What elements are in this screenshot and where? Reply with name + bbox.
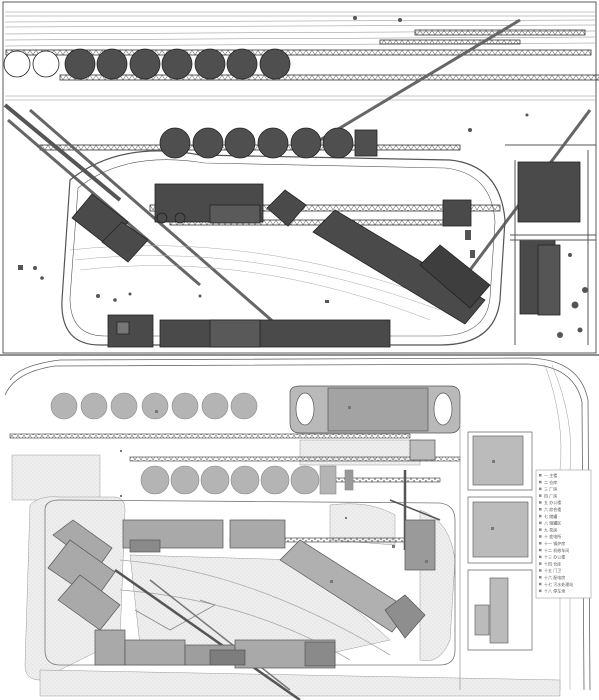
legend-marker bbox=[539, 582, 542, 586]
proposed-tank-row-upper bbox=[50, 392, 258, 420]
existing-buildings bbox=[71, 161, 581, 348]
legend-item: 一 主楼 bbox=[544, 472, 557, 478]
proposed-conveyors bbox=[9, 433, 461, 700]
legend-item: 八 储罐区 bbox=[544, 520, 561, 526]
proposed-right-blocks bbox=[459, 425, 533, 690]
existing-plan-panel bbox=[2, 1, 599, 354]
legend-item: 二 仓库 bbox=[544, 479, 557, 485]
legend-item: 十 变电所 bbox=[544, 533, 561, 539]
legend-item: 七 储罐 bbox=[544, 513, 557, 519]
legend-marker bbox=[539, 589, 542, 593]
legend-marker bbox=[539, 480, 542, 484]
site-markers bbox=[120, 406, 495, 583]
legend-marker bbox=[539, 501, 542, 504]
legend-marker bbox=[539, 542, 542, 545]
legend-item: 十二 机修车间 bbox=[544, 547, 569, 553]
legend-marker bbox=[539, 576, 542, 579]
legend-item: 十三 办公楼 bbox=[544, 554, 565, 560]
legend-marker bbox=[539, 474, 542, 477]
legend-marker bbox=[539, 521, 542, 525]
legend-item: 十八 停车场 bbox=[544, 588, 565, 594]
legend-marker bbox=[539, 514, 542, 518]
tank-row-upper bbox=[3, 48, 291, 80]
legend-item: 三 厂房 bbox=[544, 486, 557, 492]
legend-marker bbox=[539, 569, 542, 572]
legend-item: 六 综合楼 bbox=[544, 506, 561, 512]
legend-marker bbox=[539, 494, 542, 497]
proposed-tank-row-lower bbox=[140, 465, 354, 495]
legend-marker bbox=[539, 535, 542, 538]
legend-item: 十五 门卫 bbox=[544, 567, 561, 573]
legend-marker bbox=[539, 555, 542, 559]
legend-item: 九 泵房 bbox=[544, 526, 557, 532]
legend-marker bbox=[539, 548, 542, 552]
legend-marker bbox=[539, 562, 542, 565]
site-boundary bbox=[4, 357, 591, 691]
legend-item: 五 办公楼 bbox=[544, 499, 561, 505]
legend-item: 十一 锅炉房 bbox=[544, 540, 565, 546]
legend-item: 十六 配电房 bbox=[544, 574, 565, 580]
site-road-loop bbox=[61, 150, 506, 346]
proposed-buildings bbox=[47, 385, 461, 669]
outer-road bbox=[505, 144, 596, 345]
tank-row-lower bbox=[159, 127, 378, 159]
legend-marker bbox=[539, 508, 542, 511]
conveyor-trusses bbox=[3, 18, 599, 347]
legend-item: 四 厂房 bbox=[544, 492, 557, 498]
legend-item: 十七 污水处理站 bbox=[544, 581, 573, 587]
legend-marker bbox=[539, 487, 542, 491]
legend-marker bbox=[539, 528, 542, 531]
site-equipment-dots bbox=[18, 16, 588, 338]
legend-item: 十四 仓库 bbox=[544, 560, 561, 566]
